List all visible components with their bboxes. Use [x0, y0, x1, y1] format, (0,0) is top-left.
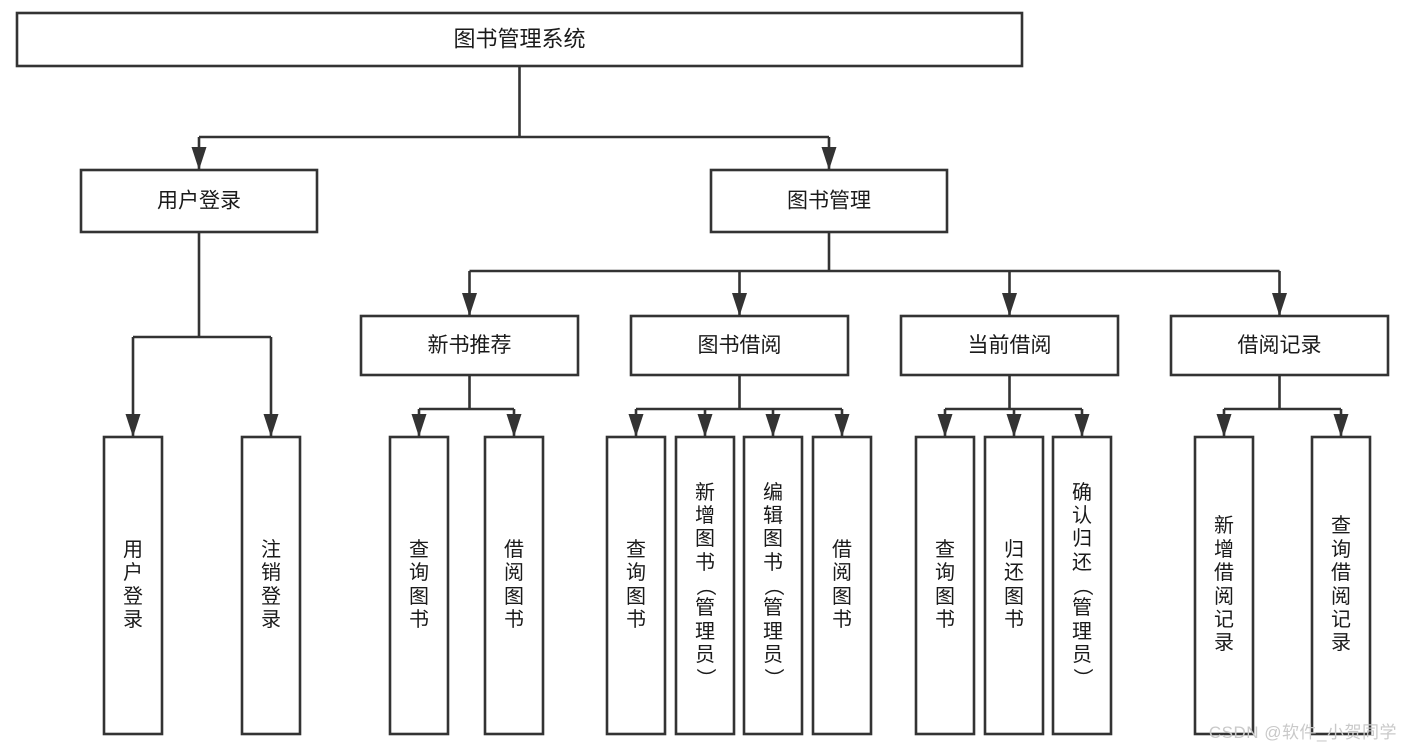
arrow-head-icon [1002, 293, 1017, 316]
arrow-head-icon [191, 147, 207, 170]
arrow-head-icon [506, 414, 522, 437]
arrow-head-icon [1272, 293, 1287, 316]
node-label-login: 用户登录 [157, 190, 241, 213]
node-box-leaf13[interactable] [1310, 435, 1372, 736]
arrow-head-icon [765, 414, 781, 437]
node-box-leaf2[interactable] [240, 435, 302, 736]
arrow-head-icon [462, 293, 477, 316]
node-label-bookmgmt: 图书管理 [787, 190, 871, 213]
csdn-watermark: CSDN @软件_小贺同学 [1208, 723, 1397, 742]
node-box-leaf11[interactable] [1051, 435, 1113, 736]
arrow-head-icon [1074, 414, 1090, 437]
node-box-leaf5[interactable] [605, 435, 667, 736]
node-box-leaf6[interactable] [674, 435, 736, 736]
arrow-head-icon [834, 414, 850, 437]
arrow-head-icon [732, 293, 747, 316]
node-box-leaf9[interactable] [914, 435, 976, 736]
node-label-current: 当前借阅 [968, 334, 1052, 357]
arrow-head-icon [697, 414, 713, 437]
arrow-head-icon [821, 147, 837, 170]
node-box-leaf4[interactable] [483, 435, 545, 736]
node-label-newbook: 新书推荐 [428, 334, 512, 357]
arrow-head-icon [263, 414, 279, 437]
node-box-borrow[interactable] [629, 314, 850, 377]
page-title: 图书管理系统 [453, 26, 585, 51]
node-box-leaf8[interactable] [811, 435, 873, 736]
node-box-current[interactable] [899, 314, 1120, 377]
node-box-leaf10[interactable] [983, 435, 1045, 736]
node-box-login[interactable] [79, 168, 319, 234]
arrow-head-icon [937, 414, 953, 437]
node-box-leaf3[interactable] [388, 435, 450, 736]
node-box-leaf7[interactable] [742, 435, 804, 736]
connector-layer [125, 66, 1349, 437]
arrow-head-icon [1006, 414, 1022, 437]
node-box-layer [15, 11, 1390, 736]
arrow-head-icon [1216, 414, 1232, 437]
node-box-newbook[interactable] [359, 314, 580, 377]
node-box-leaf12[interactable] [1193, 435, 1255, 736]
node-box-records[interactable] [1169, 314, 1390, 377]
node-box-leaf1[interactable] [102, 435, 164, 736]
arrow-head-icon [411, 414, 427, 437]
node-box-bookmgmt[interactable] [709, 168, 949, 234]
node-box-root[interactable] [15, 11, 1024, 68]
node-label-records: 借阅记录 [1238, 334, 1322, 357]
node-label-borrow: 图书借阅 [698, 334, 782, 357]
arrow-head-icon [1333, 414, 1349, 437]
arrow-head-icon [628, 414, 644, 437]
arrow-head-icon [125, 414, 141, 437]
